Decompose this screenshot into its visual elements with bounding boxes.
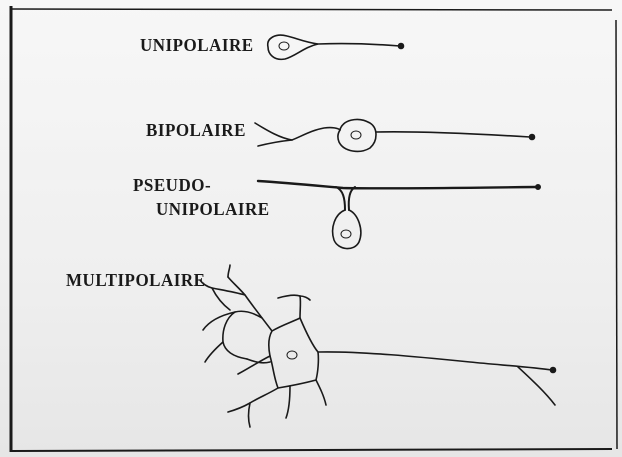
- unipolar-neuron: [268, 35, 404, 59]
- multipolar-neuron: [200, 265, 556, 427]
- pseudo-unipolar-neuron: [258, 181, 541, 249]
- page-border: [11, 6, 617, 452]
- bipolar-neuron: [255, 119, 535, 151]
